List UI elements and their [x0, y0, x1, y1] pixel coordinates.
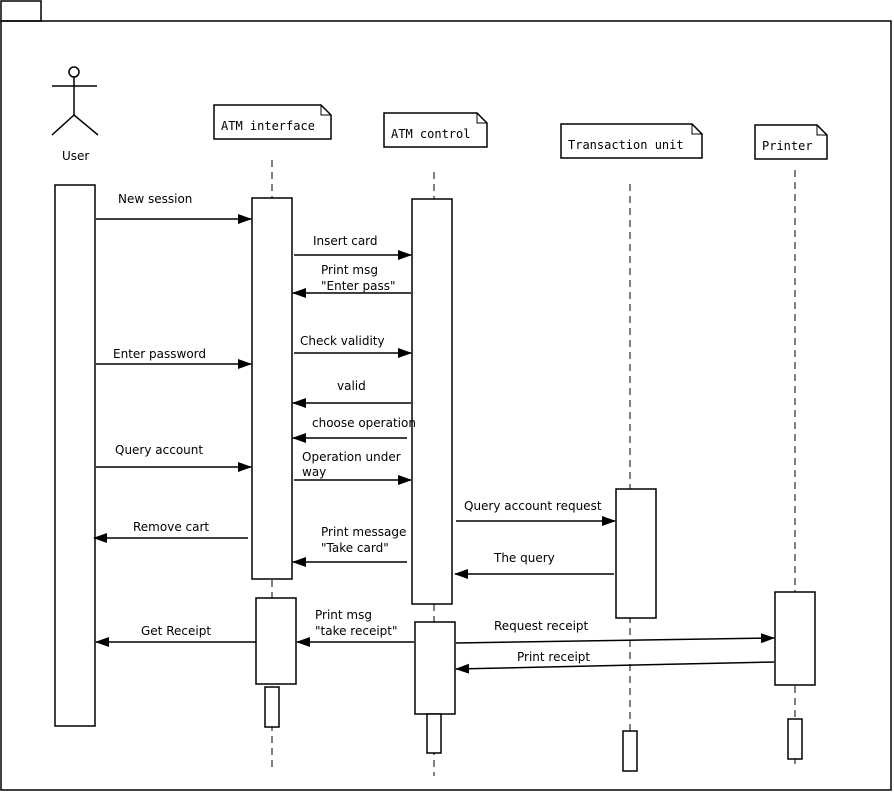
- activation-atm-interface-2: [255, 597, 297, 685]
- activation-transaction-unit-1: [615, 488, 657, 619]
- msg-print-msg-2-label: Print msg: [315, 608, 372, 622]
- object-atm-interface: ATM interface: [213, 104, 332, 140]
- msg-print-message-label: Print message: [321, 525, 406, 539]
- message-arrows: [93, 214, 775, 674]
- msg-way-label: way: [302, 465, 326, 479]
- object-label: Transaction unit: [568, 138, 684, 152]
- activation-transaction-unit-2: [622, 730, 638, 772]
- msg-choose-operation-label: choose operation: [312, 416, 416, 430]
- msg-request-receipt-arrow: [455, 633, 775, 644]
- msg-enter-password-label: Enter password: [113, 347, 206, 361]
- activation-printer-2: [787, 718, 803, 760]
- msg-take-receipt-label: "take receipt": [315, 624, 398, 638]
- msg-insert-card-label: Insert card: [313, 234, 378, 248]
- msg-get-receipt-label: Get Receipt: [141, 624, 211, 638]
- msg-print-receipt-label: Print receipt: [517, 650, 590, 664]
- object-label: ATM control: [391, 127, 470, 141]
- object-atm-control: ATM control: [383, 112, 488, 148]
- msg-take-card-label: "Take card": [321, 541, 389, 555]
- activation-user: [54, 184, 96, 727]
- activation-atm-control-1: [411, 198, 453, 605]
- msg-new-session-label: New session: [118, 192, 192, 206]
- msg-check-validity-label: Check validity: [300, 334, 385, 348]
- msg-query-account-request-label: Query account request: [464, 499, 602, 513]
- msg-request-receipt-label: Request receipt: [494, 619, 589, 633]
- activation-printer-1: [774, 591, 816, 686]
- msg-operation-under-label: Operation under: [302, 450, 401, 464]
- msg-valid-label: valid: [337, 379, 366, 393]
- msg-enter-pass-label: "Enter pass": [321, 279, 396, 293]
- msg-print-receipt-arrow: [455, 661, 775, 674]
- msg-remove-cart-label: Remove cart: [133, 520, 209, 534]
- lifelines: [271, 160, 796, 776]
- actor-label: User: [62, 149, 89, 163]
- user-actor-icon: [51, 66, 99, 136]
- msg-query-account-label: Query account: [115, 443, 203, 457]
- activation-atm-control-3: [426, 713, 442, 754]
- object-label: Printer: [762, 139, 813, 153]
- activation-atm-interface-3: [264, 686, 280, 728]
- object-transaction-unit: Transaction unit: [560, 123, 703, 159]
- message-labels: New session Insert card Print msg "Enter…: [113, 192, 602, 664]
- msg-the-query-label: The query: [493, 551, 555, 565]
- object-label: ATM interface: [221, 119, 315, 133]
- activation-atm-control-2: [414, 621, 456, 715]
- msg-print-msg-label: Print msg: [321, 263, 378, 277]
- activation-bars: [54, 184, 816, 772]
- activation-atm-interface-1: [251, 197, 293, 580]
- object-printer: Printer: [754, 124, 828, 160]
